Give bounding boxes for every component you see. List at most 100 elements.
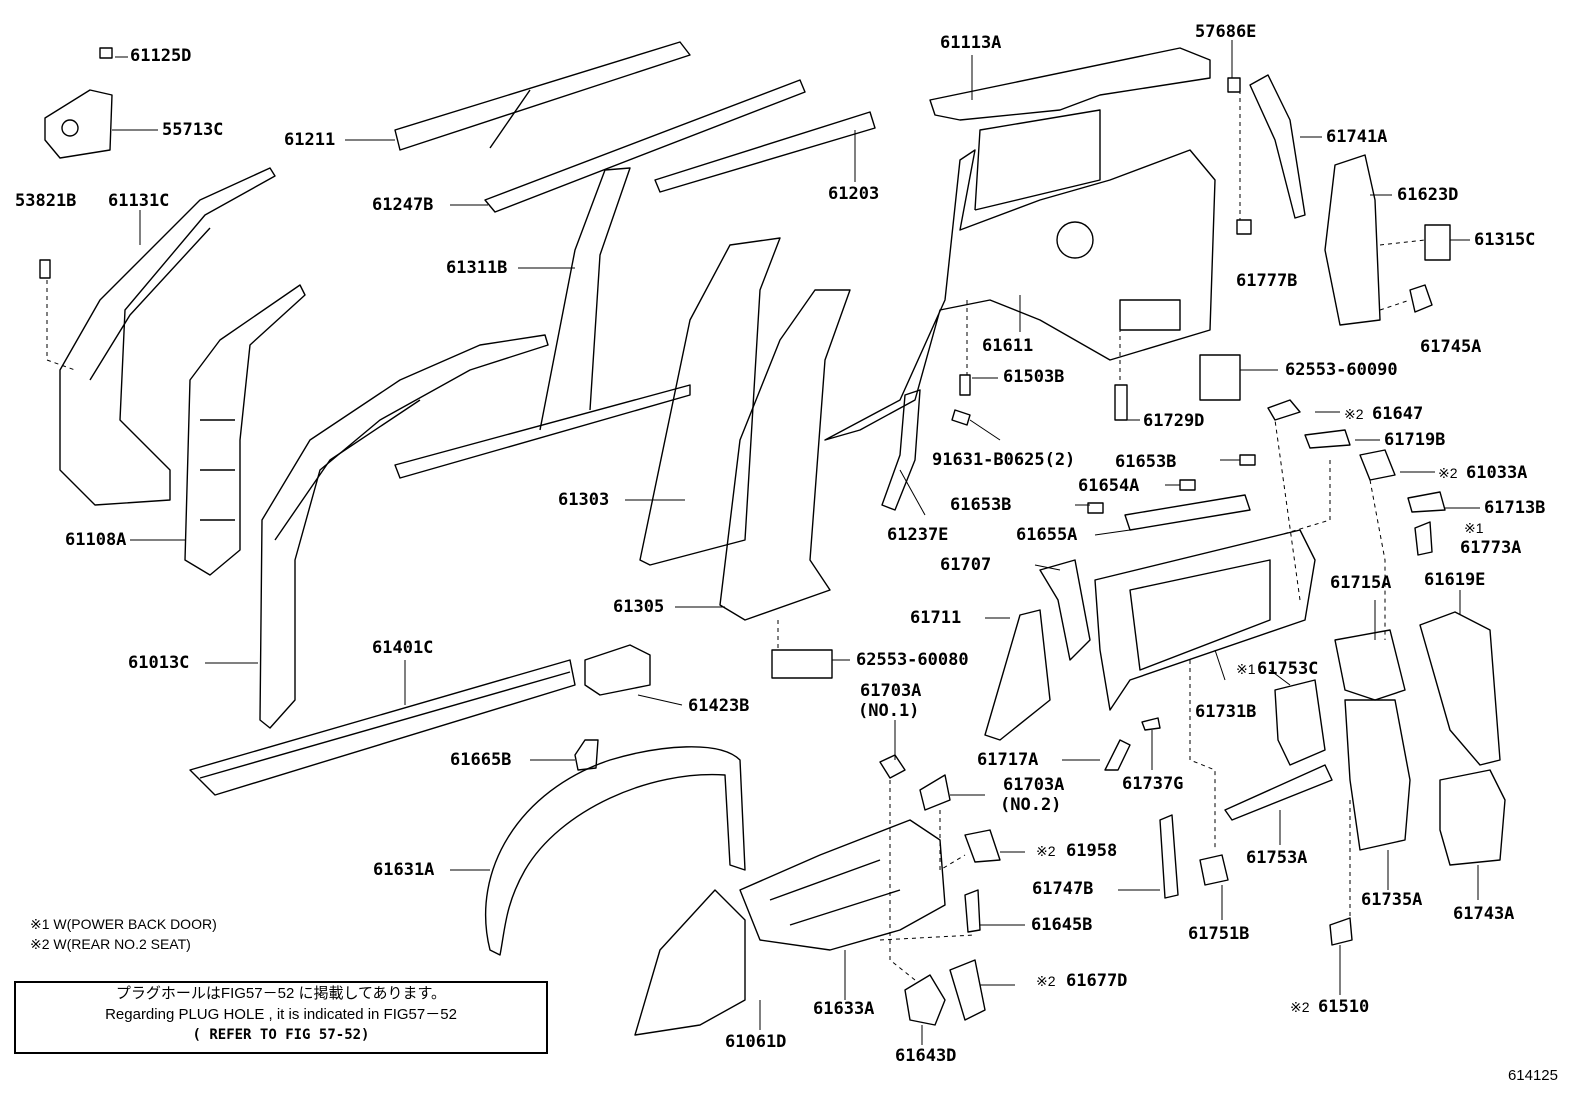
part-61611-shape <box>824 149 1216 441</box>
reference-line-3: ( REFER TO FIG 57-52) <box>192 1027 370 1043</box>
label-61653b-a: 61653B <box>1115 452 1177 472</box>
label-61631a: 61631A <box>373 860 435 880</box>
part-61719b-shape <box>1304 429 1351 449</box>
part-61247b-shape <box>484 79 806 213</box>
label-57686e: 57686E <box>1195 22 1257 42</box>
part-55713c-shape <box>44 89 113 159</box>
label-61315c: 61315C <box>1474 230 1536 250</box>
part-61717a-shape <box>1104 739 1131 771</box>
part-61033a-shape <box>1359 449 1396 481</box>
part-61643d-shape <box>904 974 946 1026</box>
footnote-1: ※1 W(POWER BACK DOOR) <box>30 916 217 932</box>
label-no1: (NO.1) <box>858 701 920 721</box>
label-61741a: 61741A <box>1326 127 1388 147</box>
part-62553-60080-shape <box>771 649 833 679</box>
part-61647-shape <box>1267 399 1301 421</box>
label-61510: 61510 <box>1318 997 1370 1017</box>
label-61703a-no1: 61703A <box>860 681 922 701</box>
label-61751b: 61751B <box>1188 924 1250 944</box>
label-61125d: 61125D <box>130 46 192 66</box>
part-91631-shape <box>951 409 971 426</box>
part-61753a-shape <box>1224 764 1333 821</box>
part-61311b-shape <box>394 384 691 479</box>
part-61665b-shape <box>574 739 599 771</box>
label-53821b: 53821B <box>15 191 77 211</box>
part-61203-shape <box>654 111 876 193</box>
label-61131c: 61131C <box>108 191 170 211</box>
label-61753a: 61753A <box>1246 848 1308 868</box>
label-61707: 61707 <box>940 555 992 575</box>
label-55713c: 55713C <box>162 120 224 140</box>
part-61303-shape <box>639 237 781 566</box>
label-61633a: 61633A <box>813 999 875 1019</box>
part-61777b-shape <box>1236 219 1252 235</box>
label-61108a: 61108A <box>65 530 127 550</box>
part-61747b-shape <box>1159 814 1179 899</box>
part-61423b-shape <box>584 644 651 696</box>
part-61958-shape <box>964 829 1001 863</box>
part-57686e-shape <box>1227 77 1241 93</box>
label-no2: (NO.2) <box>1000 795 1062 815</box>
label-61623d: 61623D <box>1397 185 1459 205</box>
label-62553-60080: 62553-60080 <box>856 650 969 670</box>
label-62553-60090: 62553-60090 <box>1285 360 1398 380</box>
part-61654a-shape <box>1179 479 1196 491</box>
label-61619e: 61619E <box>1424 570 1486 590</box>
part-61645b-shape <box>964 889 981 933</box>
part-53821b-shape <box>39 259 51 279</box>
part-61703a-no2-shape <box>919 774 951 811</box>
part-61061d-shape <box>634 889 746 1036</box>
label-61655a: 61655A <box>1016 525 1078 545</box>
label-61715a: 61715A <box>1330 573 1392 593</box>
label-61503b: 61503B <box>1003 367 1065 387</box>
part-61131c-shape <box>59 167 276 506</box>
part-61125d-shape <box>99 47 113 59</box>
label-61743a: 61743A <box>1453 904 1515 924</box>
label-61719b: 61719B <box>1384 430 1446 450</box>
part-61707-shape <box>1039 559 1091 661</box>
label-61033a: 61033A <box>1466 463 1528 483</box>
label-61643d: 61643D <box>895 1046 957 1066</box>
part-61315c-shape <box>1424 224 1451 261</box>
label-61401c: 61401C <box>372 638 434 658</box>
part-61653b-shape <box>1239 454 1256 466</box>
label-61747b: 61747B <box>1032 879 1094 899</box>
mark-61033a: ※2 <box>1438 465 1458 481</box>
part-61731b-shape <box>1094 529 1316 711</box>
part-61741a-shape <box>1249 74 1306 219</box>
part-61633a-shape <box>739 819 946 951</box>
label-61745a: 61745A <box>1420 337 1482 357</box>
label-61311b: 61311B <box>446 258 508 278</box>
label-61061d: 61061D <box>725 1032 787 1052</box>
part-61401c-shape <box>189 659 576 796</box>
label-61735a: 61735A <box>1361 890 1423 910</box>
label-61303: 61303 <box>558 490 610 510</box>
part-61305-shape <box>719 289 851 621</box>
label-61647: 61647 <box>1372 404 1424 424</box>
label-61731b: 61731B <box>1195 702 1257 722</box>
part-61677d-shape <box>949 959 986 1021</box>
part-61751b-shape <box>1199 854 1229 886</box>
label-61237e: 61237E <box>887 525 949 545</box>
reference-line-2: Regarding PLUG HOLE , it is indicated in… <box>105 1006 457 1023</box>
part-61211-shape <box>394 41 691 151</box>
mark-61753c: ※1 <box>1236 661 1256 677</box>
mark-61958: ※2 <box>1036 843 1056 859</box>
part-61737g-shape <box>1141 717 1161 731</box>
mark-61647: ※2 <box>1344 406 1364 422</box>
label-61737g: 61737G <box>1122 774 1184 794</box>
label-61665b: 61665B <box>450 750 512 770</box>
part-61753c-shape <box>1274 679 1326 766</box>
label-61203: 61203 <box>828 184 880 204</box>
label-61654a: 61654A <box>1078 476 1140 496</box>
part-62553-60090-shape <box>1199 354 1241 401</box>
label-91631: 91631-B0625(2) <box>932 450 1076 470</box>
part-61773a-shape <box>1414 521 1433 556</box>
figure-number: 614125 <box>1507 1067 1558 1084</box>
part-61619e-shape <box>1419 611 1501 766</box>
part-61745a-shape <box>1409 284 1433 313</box>
part-61703a-no1-shape <box>879 754 906 779</box>
label-61773a: 61773A <box>1460 538 1522 558</box>
